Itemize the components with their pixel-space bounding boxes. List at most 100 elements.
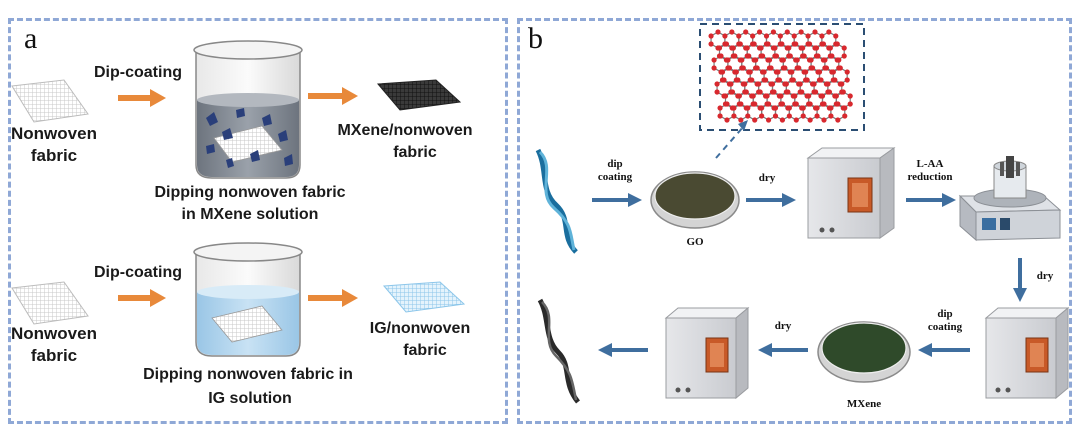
panel-b-frame: [517, 18, 1072, 424]
graphene-atom: [783, 81, 789, 87]
graphene-atom: [815, 53, 821, 59]
graphene-atom: [745, 105, 751, 111]
graphene-atom: [818, 77, 824, 83]
graphene-atom: [840, 89, 846, 95]
graphene-atom: [841, 45, 847, 51]
graphene-atom: [842, 105, 848, 111]
blue-arrow-7: [598, 343, 648, 357]
graphene-atom: [716, 45, 723, 51]
graphene-atom: [776, 77, 783, 83]
graphene-atom: [736, 93, 742, 99]
graphene-atom: [833, 93, 839, 99]
graphene-atom: [793, 117, 799, 123]
graphene-atom: [756, 29, 763, 35]
dry-1-label: dry: [758, 172, 776, 184]
row1-step-label: Dip-coating: [94, 64, 182, 81]
graphene-atom: [718, 53, 724, 59]
panel-a-label: a: [24, 22, 38, 55]
black-fiber: [537, 298, 581, 404]
mxene-label: MXene: [846, 398, 882, 410]
graphene-atom: [717, 113, 723, 119]
graphene-atom: [733, 69, 739, 75]
graphene-atom: [714, 81, 720, 87]
graphene-atom: [792, 93, 798, 99]
graphene-atom: [742, 81, 748, 87]
graphene-atom: [750, 93, 756, 99]
go-petri-dish: [650, 171, 740, 229]
graphene-atom: [714, 89, 720, 95]
graphene-atom: [800, 45, 806, 51]
graphene-atom: [749, 77, 755, 83]
graphene-atom: [786, 113, 792, 119]
graphene-atom: [812, 29, 818, 35]
graphene-atom: [819, 33, 825, 39]
graphene-atom: [743, 89, 749, 95]
graphene-atom: [763, 33, 770, 39]
graphene-atom: [750, 33, 756, 39]
graphene-atom: [837, 65, 843, 71]
graphene-atom: [809, 65, 816, 71]
oven-1: [806, 147, 896, 239]
graphene-atom: [708, 33, 714, 39]
graphene-atom: [721, 77, 727, 83]
graphene-atom: [828, 105, 834, 111]
graphene-atom: [746, 53, 752, 59]
graphene-atom: [775, 69, 781, 75]
graphene-atom: [708, 41, 714, 47]
graphene-atom: [711, 57, 717, 63]
blue-arrow-5: [918, 343, 970, 357]
graphene-atom: [808, 57, 814, 63]
graphene-atom: [847, 101, 853, 107]
dip-coating-1-label: dip: [607, 158, 623, 170]
graphene-atom: [753, 57, 759, 63]
graphene-atom: [779, 41, 785, 47]
graphene-atom: [738, 101, 744, 107]
graphene-atom: [764, 93, 770, 99]
graphene-atom: [813, 45, 820, 51]
graphene-atom: [804, 77, 810, 83]
dip-coating-2-label-2: coating: [927, 321, 963, 333]
blue-arrow-2: [746, 193, 796, 207]
graphene-atom: [842, 113, 848, 119]
graphene-atom: [732, 53, 738, 59]
nonwoven-fabric-1: [11, 79, 89, 123]
graphene-atom: [796, 65, 802, 71]
graphene-atom: [806, 93, 812, 99]
graphene-atom: [759, 105, 765, 111]
graphene-atom: [731, 105, 737, 111]
mxene-petri-dish: [817, 321, 911, 383]
graphene-atom: [722, 93, 729, 99]
graphene-atom: [807, 101, 813, 107]
graphene-atom: [759, 53, 766, 59]
orange-arrow-4: [308, 289, 358, 307]
graphene-atom: [793, 41, 799, 47]
row1-caption-1: Dipping nonwoven fabric: [154, 184, 346, 201]
row1-input-label-1: Nonwoven: [11, 124, 97, 143]
graphene-atom: [728, 81, 734, 87]
nonwoven-fabric-2: [11, 281, 89, 325]
graphene-atom: [826, 89, 833, 95]
go-label: GO: [686, 236, 704, 248]
graphene-atom: [844, 77, 850, 83]
graphene-atom: [765, 41, 771, 47]
graphene-atom: [726, 65, 733, 71]
graphene-atom: [844, 69, 850, 75]
graphene-atom: [772, 113, 779, 119]
graphene-atom: [747, 69, 753, 75]
oven-3: [664, 306, 750, 400]
graphene-atom: [757, 89, 763, 95]
graphene-atom: [800, 105, 806, 111]
graphene-atom: [736, 33, 742, 39]
graphene-atom: [780, 57, 786, 63]
graphene-atom: [800, 113, 806, 119]
mxene-nonwoven-fabric: [376, 79, 462, 111]
graphene-atom: [784, 29, 790, 35]
graphene-atom: [836, 57, 842, 63]
laa-reduction-label-2: reduction: [907, 171, 953, 183]
graphene-atom: [811, 81, 817, 87]
graphene-atom: [830, 69, 836, 75]
graphene-atom: [829, 53, 835, 59]
graphene-atom: [744, 45, 750, 51]
graphene-atom: [773, 53, 780, 59]
